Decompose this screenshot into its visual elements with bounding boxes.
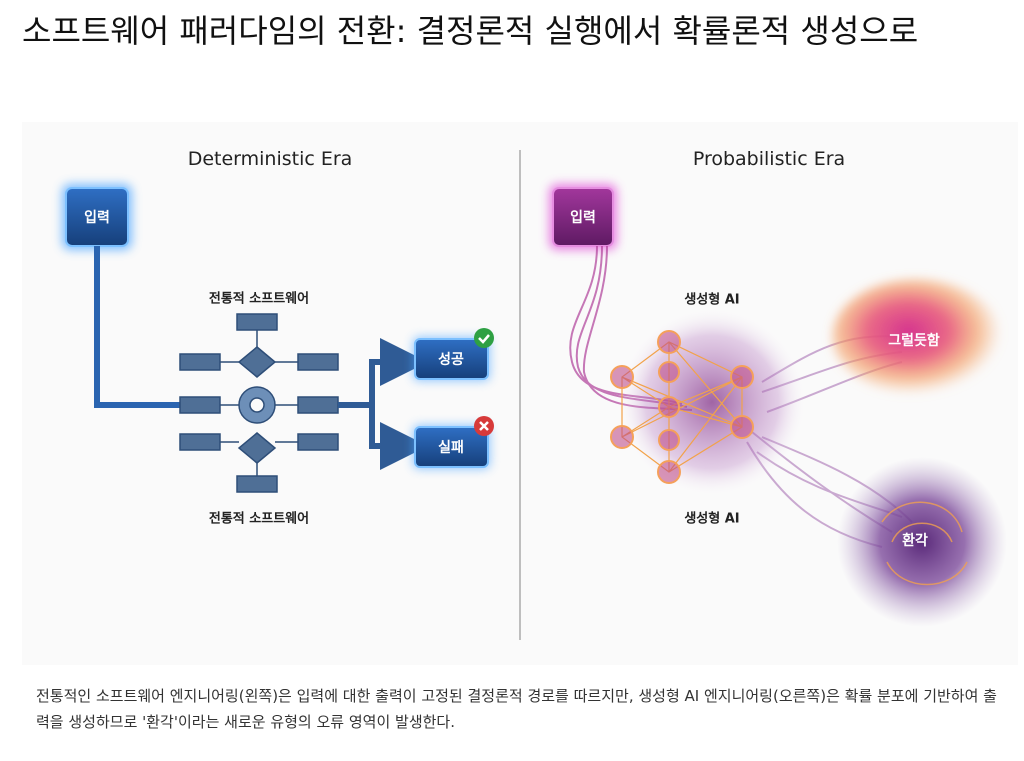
probabilistic-era-heading: Probabilistic Era	[692, 148, 846, 170]
plausible-cloud	[832, 279, 1002, 395]
success-label: 성공	[438, 352, 464, 368]
failure-label: 실패	[438, 440, 464, 456]
deterministic-era-heading: Deterministic Era	[187, 148, 353, 170]
flowchart	[179, 313, 339, 493]
plausible-label: 그럴듯함	[888, 333, 940, 349]
traditional-software-label-bottom: 전통적 소프트웨어	[208, 511, 310, 527]
neural-network-icon	[610, 330, 754, 484]
hallucination-label: 환각	[902, 533, 928, 549]
paradigm-diagram: Deterministic Era 입력 전통적 소프트웨어 전통적 소프트웨어…	[22, 122, 1018, 665]
success-box	[414, 338, 489, 380]
traditional-software-label-top: 전통적 소프트웨어	[208, 291, 310, 307]
x-icon	[474, 416, 494, 436]
right-input-box	[552, 187, 614, 247]
generative-ai-label-top: 생성형 AI	[684, 292, 740, 308]
right-input-label: 입력	[570, 210, 596, 226]
neural-network-glow	[617, 307, 807, 497]
page-title: 소프트웨어 패러다임의 전환: 결정론적 실행에서 확률론적 생성으로	[22, 12, 919, 50]
figure-caption: 전통적인 소프트웨어 엔지니어링(왼쪽)은 입력에 대한 출력이 고정된 결정론…	[36, 687, 997, 731]
generative-ai-label-bottom: 생성형 AI	[684, 511, 740, 527]
left-input-label: 입력	[84, 210, 110, 226]
input-flow-line	[94, 246, 180, 408]
hallucination-vortex	[837, 457, 1007, 627]
diagram-graphics	[62, 150, 1007, 640]
check-icon	[474, 328, 494, 348]
failure-box	[414, 426, 489, 468]
